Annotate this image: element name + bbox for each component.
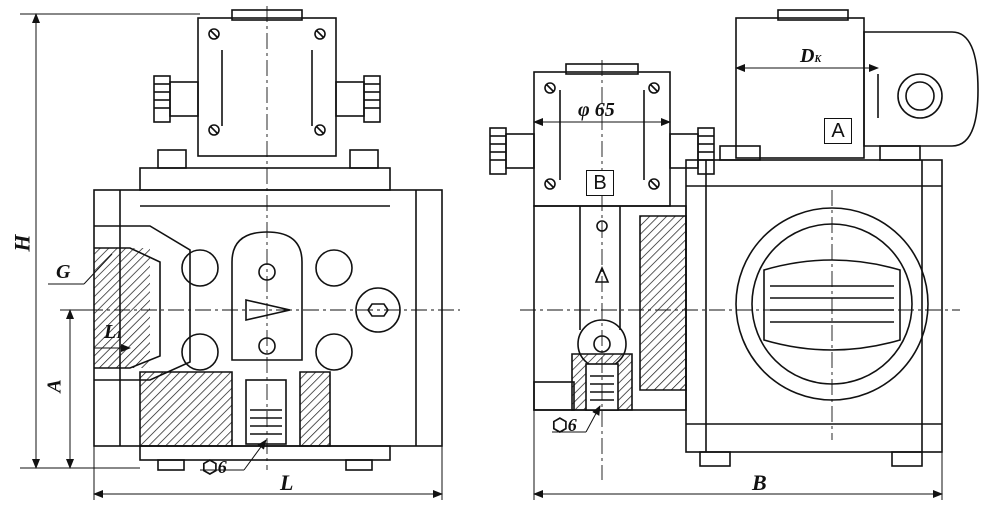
marker-box-A: A [824,118,852,144]
label-L1-main: L [104,321,117,343]
right-valve-body [685,159,943,453]
label-G: G [56,261,71,283]
hex-value-right: 6 [567,415,577,435]
hex-size-label-right: ⬡6 [552,416,577,434]
hex-symbol-right: ⬡ [552,415,568,435]
dimension-label-B: B [752,470,767,495]
dimension-label-Dk: DK [800,46,821,66]
dimension-label-L1: L1 [104,322,121,342]
label-L1-sub: 1 [116,330,122,341]
right-view [489,9,979,467]
hex-symbol-left: ⬡ [202,457,218,477]
right-centerlines [520,60,960,480]
left-centerlines [60,6,460,470]
right-coil-screws [544,82,660,190]
hex-size-label-left: ⬡6 [202,458,227,476]
dimension-label-H: H [9,234,35,252]
label-Dk-sub: K [814,54,822,65]
dimension-lines [20,13,943,500]
left-flow-arrow [245,298,291,322]
dimension-label-L: L [280,470,294,495]
dimension-label-A: A [43,379,66,393]
dimension-label-phi65: φ 65 [578,99,615,121]
left-coil-screws [208,28,326,136]
left-view [93,9,443,471]
marker-box-B: B [586,170,614,196]
hex-value-left: 6 [217,457,227,477]
right-connector [863,31,979,147]
left-cable-glands [153,75,381,123]
label-Dk-main: D [800,45,815,67]
